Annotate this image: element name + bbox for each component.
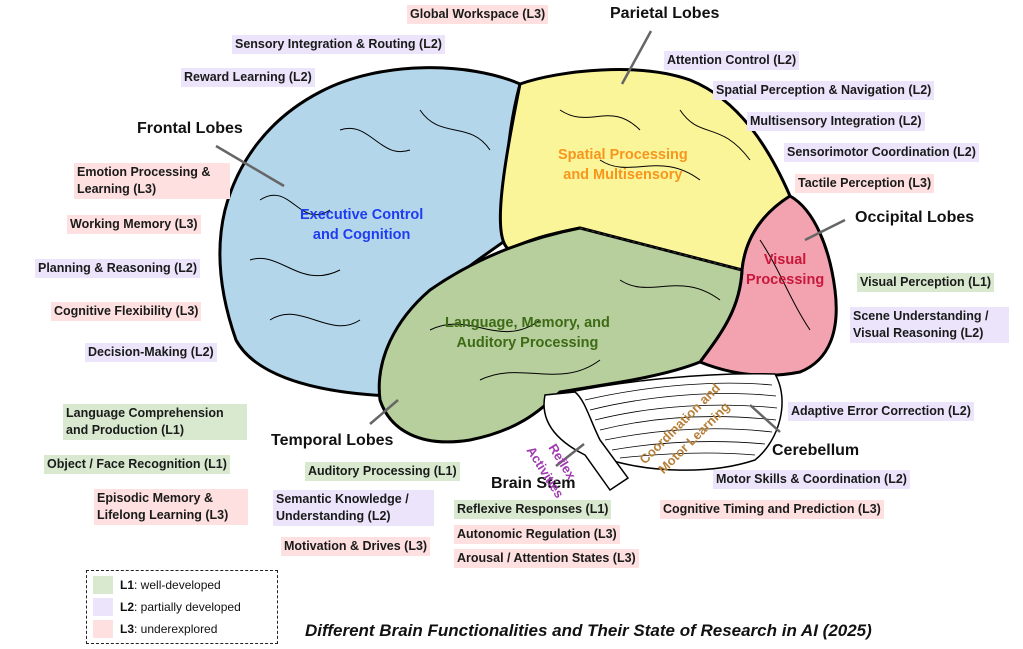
cerebellum-title: Cerebellum — [772, 442, 860, 459]
frontal-lobes-title: Frontal Lobes — [137, 120, 243, 137]
legend-desc-l1: : well-developed — [134, 578, 221, 592]
legend-swatch-l2 — [93, 598, 113, 616]
legend-key-l1: L1 — [120, 578, 135, 592]
function-tag-sensory-integration: Sensory Integration & Routing (L2) — [232, 35, 445, 54]
function-tag-tactile-perception: Tactile Perception (L3) — [795, 174, 935, 193]
occipital-lobes-title: Occipital Lobes — [855, 209, 975, 226]
function-tag-motivation-drives: Motivation & Drives (L3) — [281, 537, 431, 556]
function-tag-spatial-perception: Spatial Perception & Navigation (L2) — [713, 81, 935, 100]
temporal-region-line1: Language, Memory, and — [445, 315, 610, 331]
legend-desc-l3: : underexplored — [134, 622, 218, 636]
function-tag-reflexive-responses: Reflexive Responses (L1) — [454, 500, 612, 519]
function-tag-autonomic-regulation: Autonomic Regulation (L3) — [454, 525, 620, 544]
occipital-region-line2: Processing — [746, 272, 825, 288]
function-tag-object-face-recognition: Object / Face Recognition (L1) — [44, 455, 230, 474]
occipital-region-label: Visual Processing — [746, 250, 824, 290]
parietal-region-line2: and Multisensory — [563, 167, 683, 183]
legend: L1 : well-developed L2 : partially devel… — [86, 570, 278, 644]
legend-key-l3: L3 — [120, 622, 135, 636]
function-tag-global-workspace: Global Workspace (L3) — [407, 5, 549, 24]
brainstem-region — [543, 391, 630, 492]
function-tag-cognitive-timing: Cognitive Timing and Prediction (L3) — [660, 500, 884, 519]
function-tag-visual-perception: Visual Perception (L1) — [857, 273, 995, 292]
function-tag-auditory-processing: Auditory Processing (L1) — [305, 462, 460, 481]
temporal-region-label: Language, Memory, and Auditory Processin… — [445, 313, 610, 353]
function-tag-attention-control: Attention Control (L2) — [664, 51, 800, 70]
parietal-region-line1: Spatial Processing — [558, 147, 688, 163]
legend-swatch-l3 — [93, 620, 113, 638]
function-tag-motor-skills: Motor Skills & Coordination (L2) — [713, 470, 910, 489]
function-tag-decision-making: Decision-Making (L2) — [85, 343, 217, 362]
occipital-region-line1: Visual — [763, 252, 807, 268]
function-tag-scene-understanding: Scene Understanding / Visual Reasoning (… — [850, 307, 1009, 343]
function-tag-adaptive-error-correction: Adaptive Error Correction (L2) — [788, 402, 974, 421]
temporal-lobes-title: Temporal Lobes — [271, 432, 394, 449]
function-tag-working-memory: Working Memory (L3) — [67, 215, 201, 234]
function-tag-cognitive-flexibility: Cognitive Flexibility (L3) — [51, 302, 202, 321]
function-tag-multisensory-integration: Multisensory Integration (L2) — [747, 112, 925, 131]
frontal-region-line1: Executive Control — [300, 207, 424, 223]
function-tag-language-comprehension: Language Comprehension and Production (L… — [63, 404, 247, 440]
function-tag-semantic-knowledge: Semantic Knowledge / Understanding (L2) — [273, 490, 434, 526]
parietal-lobes-title: Parietal Lobes — [610, 5, 720, 22]
temporal-lobe-region — [377, 226, 744, 444]
temporal-region-line2: Auditory Processing — [456, 335, 599, 351]
legend-key-l2: L2 — [120, 600, 135, 614]
frontal-region-label: Executive Control and Cognition — [300, 205, 423, 245]
diagram-title: Different Brain Functionalities and Thei… — [305, 621, 872, 640]
legend-swatch-l1 — [93, 576, 113, 594]
legend-item-l1: L1 : well-developed — [93, 575, 221, 595]
parietal-region-label: Spatial Processing and Multisensory — [558, 145, 688, 185]
frontal-region-line2: and Cognition — [312, 227, 411, 243]
function-tag-arousal-attention: Arousal / Attention States (L3) — [454, 549, 639, 568]
brainstem-title: Brain Stem — [491, 475, 576, 492]
legend-item-l2: L2 : partially developed — [93, 597, 241, 617]
legend-item-l3: L3 : underexplored — [93, 619, 217, 639]
legend-desc-l2: : partially developed — [134, 600, 241, 614]
function-tag-reward-learning: Reward Learning (L2) — [181, 68, 315, 87]
function-tag-episodic-memory: Episodic Memory & Lifelong Learning (L3) — [94, 489, 248, 525]
function-tag-sensorimotor-coordination: Sensorimotor Coordination (L2) — [784, 143, 979, 162]
function-tag-planning-reasoning: Planning & Reasoning (L2) — [35, 259, 201, 278]
function-tag-emotion-processing: Emotion Processing & Learning (L3) — [74, 163, 230, 199]
